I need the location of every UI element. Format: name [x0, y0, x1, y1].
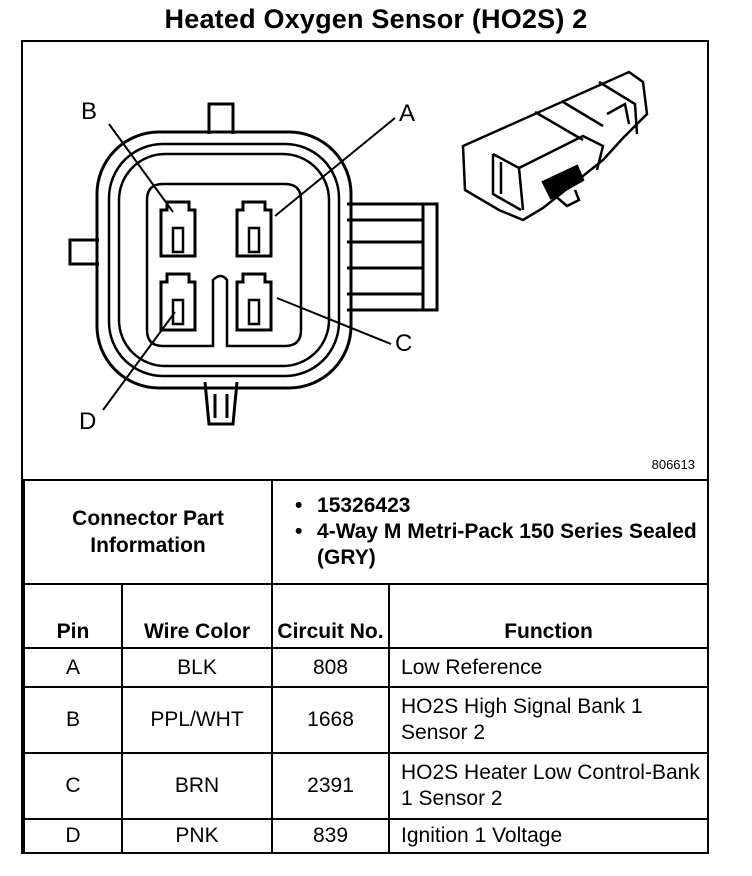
pin-label-b: B [81, 98, 98, 125]
header-pin: Pin [23, 583, 123, 649]
table-row: B PPL/WHT 1668 HO2S High Signal Bank 1 S… [23, 686, 710, 754]
connector-sheet: B A C D 806613 Connector Part Informatio… [21, 40, 710, 854]
leader-a [274, 117, 396, 217]
terminal-c [235, 272, 273, 332]
pinout-table: Connector Part Information •15326423 •4-… [22, 479, 710, 854]
pin-label-c: C [395, 330, 413, 357]
connector-outer-shell [95, 130, 353, 390]
pin-label-a: A [399, 100, 416, 127]
table-row: A BLK 808 Low Reference [23, 647, 710, 688]
table-header-row: Pin Wire Color Circuit No. Function [23, 583, 710, 649]
terminal-b [159, 200, 197, 258]
terminal-a [235, 200, 273, 258]
part-item: •4-Way M Metri-Pack 150 Series Sealed (G… [295, 520, 697, 569]
bottom-latch-tab [203, 381, 239, 426]
pin-label-d: D [79, 408, 97, 435]
header-circuit: Circuit No. [271, 583, 391, 649]
leader-c [276, 297, 392, 345]
connector-face-drawing [68, 70, 649, 426]
header-function: Function [388, 583, 710, 649]
connector-diagram: B A C D 806613 [23, 42, 707, 479]
page-title: Heated Oxygen Sensor (HO2S) 2 [164, 4, 588, 34]
leader-b [108, 123, 174, 213]
terminal-cavity [145, 182, 303, 348]
connector-info-row: Connector Part Information •15326423 •4-… [22, 479, 710, 585]
connector-parts: •15326423 •4-Way M Metri-Pack 150 Series… [271, 479, 710, 585]
connector-3d-sketch [461, 70, 649, 222]
top-key-tab [207, 102, 235, 134]
terminal-d [159, 272, 197, 332]
left-side-tab [68, 238, 99, 266]
leader-d [102, 311, 176, 411]
part-item: •15326423 [295, 494, 411, 517]
right-side-tab [347, 202, 439, 312]
header-wire-color: Wire Color [120, 583, 274, 649]
figure-number: 806613 [651, 457, 695, 472]
table-row: C BRN 2391 HO2S Heater Low Control-Bank … [23, 752, 710, 820]
table-row: D PNK 839 Ignition 1 Voltage [23, 818, 710, 854]
connector-info-label: Connector Part Information [22, 479, 274, 585]
